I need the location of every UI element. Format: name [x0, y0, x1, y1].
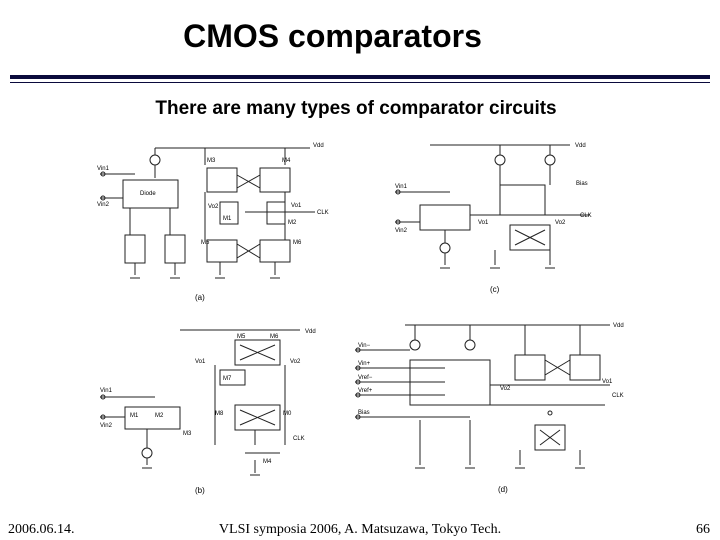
vref-plus-label: Vref+ [358, 388, 373, 394]
circuit-c: Vdd Bias Vin1 Vin2 Vo1 Vo2 CLK (c) [390, 140, 610, 300]
m3-label: M3 [207, 158, 216, 164]
vin-minus-label: Vin− [358, 343, 371, 349]
vo1-label: Vo1 [291, 203, 302, 209]
bias-label: Bias [576, 181, 588, 187]
vdd-label: Vdd [305, 329, 316, 335]
footer-venue: VLSI symposia 2006, A. Matsuzawa, Tokyo … [218, 522, 502, 537]
vin1-label: Vin1 [97, 166, 110, 172]
m6-label: M6 [293, 240, 302, 246]
vo2-label: Vo2 [500, 386, 511, 392]
bias-label: Bias [358, 410, 370, 416]
vref-minus-label: Vref− [358, 375, 373, 381]
vo1-label: Vo1 [478, 220, 489, 226]
vin2-label: Vin2 [97, 202, 110, 208]
m4-label: M4 [282, 158, 291, 164]
m3-label: M3 [183, 431, 192, 437]
clk-label: CLK [293, 436, 305, 442]
vin1-label: Vin1 [395, 184, 408, 190]
m5-label: M5 [201, 240, 210, 246]
caption-d: (d) [498, 485, 508, 494]
vdd-label: Vdd [575, 143, 586, 149]
vdd-label: Vdd [613, 323, 624, 329]
vo2-label: Vo2 [555, 220, 566, 226]
vo1-label: Vo1 [602, 379, 613, 385]
caption-b: (b) [195, 486, 205, 495]
m6-label: M6 [270, 334, 279, 340]
m0-label: M0 [283, 411, 292, 417]
m1-label: M1 [130, 413, 139, 419]
circuit-a: Vdd Vin1 Vin2 Diode M3 M4 Vo2 Vo1 M1 M2 … [95, 140, 335, 305]
vdd-label: Vdd [313, 143, 324, 149]
circuit-b: Vdd M5 M6 Vo1 Vo2 M7 Vin1 Vin2 M1 M2 M3 … [95, 325, 335, 500]
footer-date: 2006.06.14. [8, 522, 75, 537]
vo1-label: Vo1 [195, 359, 206, 365]
page-number: 66 [696, 522, 710, 537]
m5-label: M5 [237, 334, 246, 340]
circuit-d: Vdd Vin− Vin+ Vref− Vref+ Bias Vo2 Vo1 C… [350, 315, 640, 500]
m1-label: M1 [223, 216, 232, 222]
diode-label: Diode [140, 191, 156, 197]
clk-label: CLK [580, 213, 592, 219]
slide-title: CMOS comparators [183, 18, 482, 54]
title-rule [10, 75, 710, 79]
vo2-label: Vo2 [208, 204, 219, 210]
m2-label: M2 [288, 220, 297, 226]
m4-label: M4 [263, 459, 272, 465]
m2-label: M2 [155, 413, 164, 419]
m8-label: M8 [215, 411, 224, 417]
clk-label: CLK [612, 393, 624, 399]
vin2-label: Vin2 [100, 423, 113, 429]
vin-plus-label: Vin+ [358, 361, 371, 367]
m7-label: M7 [223, 376, 232, 382]
vin2-label: Vin2 [395, 228, 408, 234]
clk-label: CLK [317, 210, 329, 216]
slide-subtitle: There are many types of comparator circu… [155, 98, 557, 119]
vo2-label: Vo2 [290, 359, 301, 365]
title-rule-thin [10, 82, 710, 83]
caption-a: (a) [195, 293, 205, 302]
vin1-label: Vin1 [100, 388, 113, 394]
caption-c: (c) [490, 285, 500, 294]
